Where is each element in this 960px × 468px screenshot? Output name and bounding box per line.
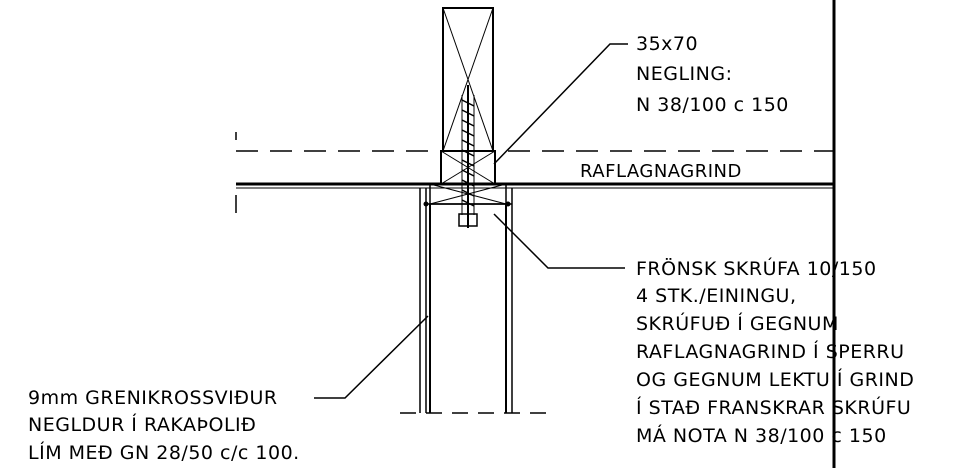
plywood-callout-leader bbox=[314, 315, 429, 399]
screw-callout-line-6: Í STAÐ FRANSKRAR SKRÚFU bbox=[636, 395, 911, 419]
screw-callout-line-3: SKRÚFUÐ Í GEGNUM bbox=[636, 311, 839, 335]
plywood-callout-line-2: NEGLDUR Í RAKAÞOLIÐ bbox=[28, 413, 256, 436]
screw-callout-line-4: RAFLAGNAGRIND Í SPERRU bbox=[636, 340, 905, 363]
top-callout-line-2: NEGLING: bbox=[636, 63, 732, 85]
top-callout-line-1: 35x70 bbox=[636, 33, 698, 55]
screw-callout-leader bbox=[493, 213, 625, 269]
screw-callout-line-1: FRÖNSK SKRÚFA 10/150 bbox=[636, 256, 877, 280]
rafter bbox=[419, 188, 513, 413]
screw bbox=[458, 85, 478, 228]
screw-callout-line-5: OG GEGNUM LEKTU Í GRIND bbox=[636, 368, 914, 391]
plywood-callout-line-3: LÍM MEÐ GN 28/50 c/c 100. bbox=[28, 441, 300, 464]
connection-plate bbox=[423, 183, 512, 207]
plywood-callout-line-1: 9mm GRENIKROSSVIÐUR bbox=[28, 387, 278, 409]
raflagnagrind-label: RAFLAGNAGRIND bbox=[580, 161, 742, 182]
screw-callout-line-7: MÁ NOTA N 38/100 c 150 bbox=[636, 424, 887, 447]
top-callout-line-3: N 38/100 c 150 bbox=[636, 94, 789, 116]
screw-callout-line-2: 4 STK./EININGU, bbox=[636, 285, 797, 307]
top-callout-leader bbox=[493, 43, 628, 165]
